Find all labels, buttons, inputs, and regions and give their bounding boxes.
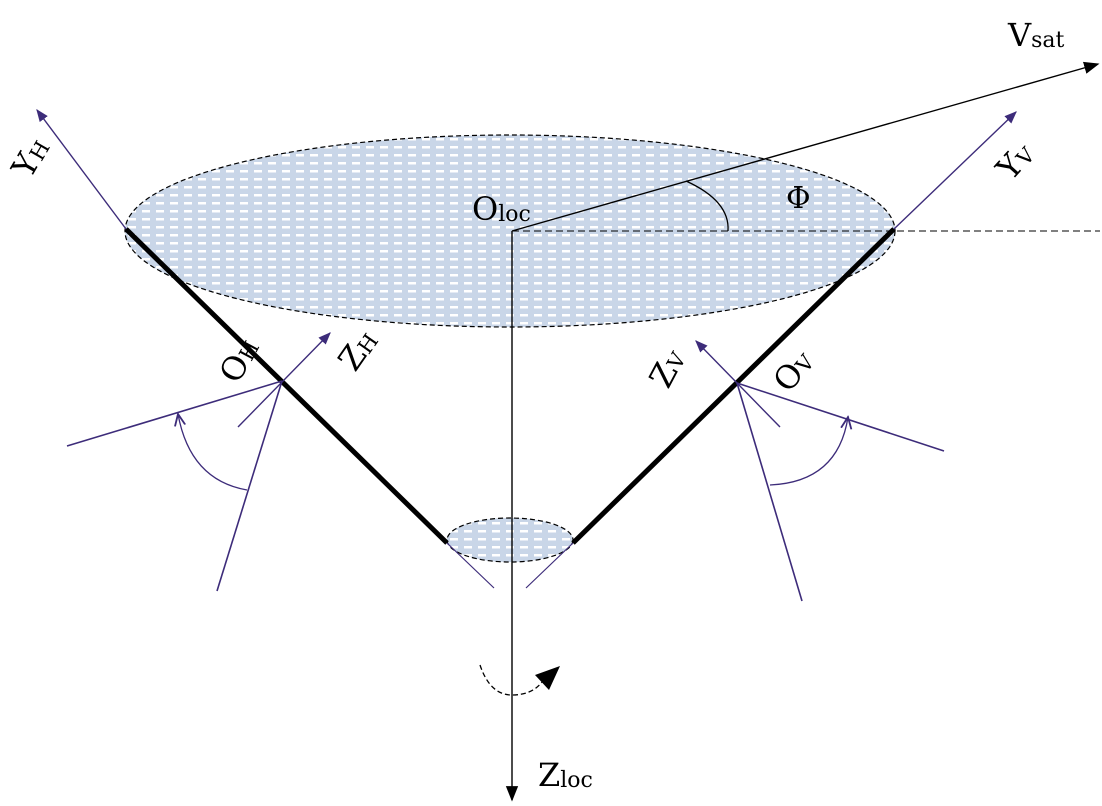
z-loc-label: Zloc — [538, 756, 593, 794]
left-cone-edge — [124, 227, 449, 545]
z-h-label: ZH — [330, 323, 384, 378]
o-v-label: OV — [765, 342, 821, 399]
left-frame-line-b — [216, 380, 283, 592]
right-cone-edge — [571, 227, 896, 545]
right-edge-extension — [525, 542, 574, 589]
phi-angle-arc — [685, 180, 729, 232]
z-loc-rotation-arc — [479, 664, 543, 696]
y-v-axis — [893, 111, 1017, 230]
left-rotation-arc — [178, 414, 248, 491]
z-loc-rotation-arrowhead — [535, 666, 560, 690]
left-frame-line-a — [66, 380, 283, 447]
z-v-label: ZV — [642, 342, 694, 394]
left-edge-extension — [446, 542, 495, 589]
y-h-label: YH — [4, 131, 57, 185]
y-h-axis — [36, 108, 127, 230]
v-sat-label: Vsat — [1007, 16, 1065, 54]
v-sat-vector — [511, 61, 1100, 232]
o-loc-label: Oloc — [472, 190, 531, 228]
z-h-axis — [237, 332, 331, 428]
phi-label: Φ — [786, 181, 811, 216]
y-v-label: YV — [988, 134, 1042, 188]
right-rotation-arc — [769, 417, 848, 486]
right-frame-line-a — [736, 382, 945, 452]
lower-disc — [446, 517, 574, 563]
right-frame-line-b — [736, 382, 803, 602]
